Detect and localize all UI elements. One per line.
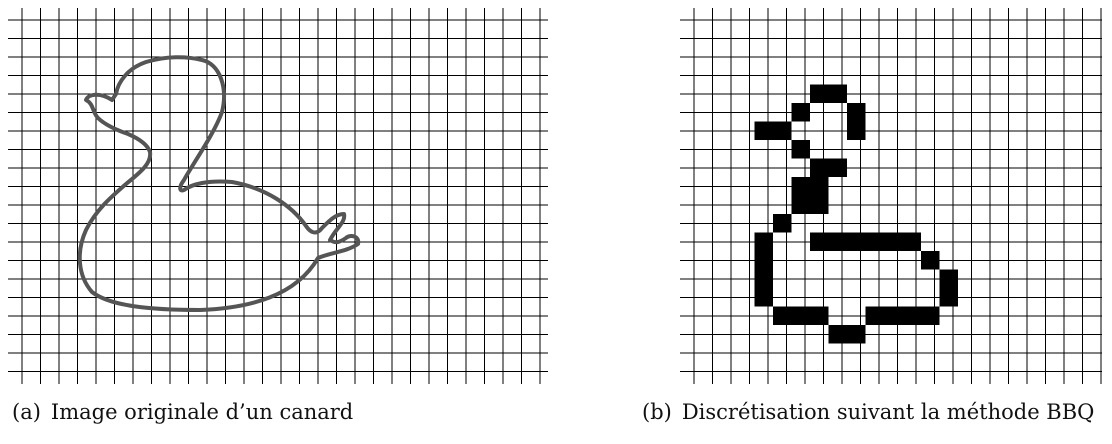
discretized-duck-figure: [680, 8, 1102, 384]
filled-cells: [754, 84, 958, 344]
grid-lines: [8, 8, 548, 384]
panel-discretized-image: (b) Discrétisation suivant la méthode BBQ: [556, 0, 1112, 444]
grid-lines: [680, 8, 1102, 384]
duck-outline: [77, 55, 361, 312]
caption-text-b: Discrétisation suivant la méthode BBQ: [681, 400, 1095, 424]
sub-label-b: (b): [642, 400, 672, 424]
caption-original: (a) Image originale d’un canard: [12, 400, 353, 424]
caption-discretized: (b) Discrétisation suivant la méthode BBQ: [642, 400, 1094, 424]
panel-original-image: (a) Image originale d’un canard: [8, 8, 548, 424]
original-duck-figure: [8, 8, 548, 384]
sub-label-a: (a): [12, 400, 41, 424]
caption-text-a: Image originale d’un canard: [50, 400, 354, 424]
